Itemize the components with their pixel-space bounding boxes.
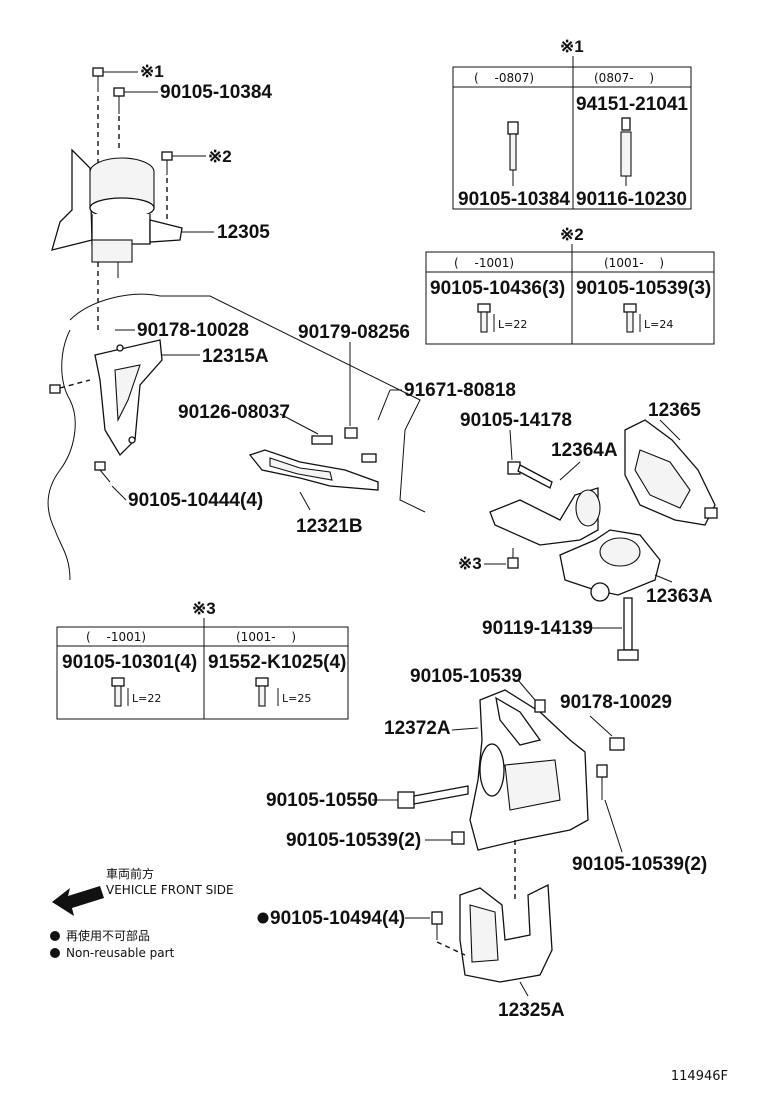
part-label-90105-10539-2-right: 90105-10539(2) [572,854,707,875]
bolt-icon [111,677,125,687]
non-reusable-text-jp: 再使用不可部品 [66,929,151,943]
cover-12365[interactable] [624,419,718,526]
part-label-12305: 12305 [217,222,270,243]
bolt-shank-icon [258,685,266,707]
part-label-90179-08256: 90179-08256 [298,322,410,343]
bracket-12325A[interactable] [405,883,553,997]
table-1-mark: ※1 [560,37,584,56]
vehicle-front-label-jp: 車両前方 [106,867,155,881]
mark-1-label: ※1 [140,62,164,81]
part-label-90105-14178: 90105-14178 [460,410,572,431]
table-3-col2-part: 91552-K1025(4) [208,652,346,673]
table-3-col1-header: ( -1001) [86,630,146,644]
stud-icon [621,117,631,131]
part-label-12325A: 12325A [498,1000,565,1021]
bolt-shank-icon [626,311,634,333]
non-reusable-dot-icon [50,931,60,941]
table-2-col1-length: L=22 [498,318,527,331]
bolt-icon [623,303,637,313]
bolt-icon [255,677,269,687]
engine-mount-12305[interactable] [51,67,214,330]
diagram-code: 114946F [670,1069,728,1084]
part-label-90178-10029: 90178-10029 [560,692,672,713]
part-label-90105-10494: 90105-10494(4) [270,908,405,929]
table-3-col1-part: 90105-10301(4) [62,652,197,673]
vehicle-front-arrow-icon [52,886,104,916]
mount-12364A[interactable] [489,429,601,546]
part-label-12363A: 12363A [646,586,713,607]
part-label-90119-14139: 90119-14139 [482,618,593,639]
table-2-mark: ※2 [560,225,584,244]
part-label-12365: 12365 [648,400,701,421]
non-reusable-legend-en: Non-reusable part [50,946,174,960]
table-2-col2-length: L=24 [644,318,673,331]
plate-12321B[interactable] [248,342,402,511]
part-label-90105-10444: 90105-10444(4) [128,490,263,511]
bolt-head-icon [113,87,125,97]
table-mark-3: ※3 ( -1001) (1001- ) 90105-10301(4) 9155… [56,599,349,720]
table-1-col1-part: 90105-10384 [458,189,570,210]
bracket-12372A[interactable] [372,679,625,900]
part-label-12372A: 12372A [384,718,451,739]
mount-12363A[interactable] [484,529,673,661]
part-label-12364A: 12364A [551,440,618,461]
table-2-col1-header: ( -1001) [454,256,514,270]
table-1-col2-header: (0807- ) [594,71,654,85]
part-label-12315A: 12315A [202,346,269,367]
non-reusable-legend-jp: 再使用不可部品 [50,927,150,944]
bolt-head-icon [161,151,173,161]
part-label-12321B: 12321B [296,516,363,537]
table-2-col2-header: (1001- ) [604,256,664,270]
non-reusable-dot-icon [50,948,60,958]
part-label-90105-10539-2-left: 90105-10539(2) [286,830,421,851]
mark-3-label: ※3 [458,554,482,573]
mark-2-label: ※2 [208,147,232,166]
table-3-col2-header: (1001- ) [236,630,296,644]
table-3-col2-length: L=25 [282,692,311,705]
bolt-icon [477,303,491,313]
part-label-91671-80818: 91671-80818 [404,380,516,401]
table-1-col2-part: 90116-10230 [576,189,687,210]
table-1-col1-header: ( -0807) [474,71,534,85]
part-label-90178-10028: 90178-10028 [137,320,249,341]
table-3-col1-length: L=22 [132,692,161,705]
bolt-icon [507,121,519,135]
bolt-shank-icon [509,133,517,171]
bolt-shank-icon [114,685,122,707]
table-3-mark: ※3 [192,599,216,618]
engine-outline [47,293,426,581]
non-reusable-dot-icon [257,912,269,924]
table-mark-1: ※1 ( -0807) (0807- ) 94151-21041 90105-1… [452,37,692,210]
table-2-col2-part: 90105-10539(3) [576,278,711,299]
part-label-90105-10539-top: 90105-10539 [410,666,522,687]
bolt-shank-icon [480,311,488,333]
table-2-col1-part: 90105-10436(3) [430,278,565,299]
bolt-head-icon [92,67,104,77]
bracket-12315A[interactable] [49,329,200,501]
part-label-90105-10550: 90105-10550 [266,790,378,811]
non-reusable-text-en: Non-reusable part [66,946,175,960]
part-label-90105-10384: 90105-10384 [160,82,272,103]
vehicle-front-label-en: VEHICLE FRONT SIDE [106,883,234,897]
table-1-col2-top-part: 94151-21041 [576,94,688,115]
stud-shank-icon [620,131,632,177]
table-mark-2: ※2 ( -1001) (1001- ) 90105-10436(3) 9010… [425,225,715,345]
part-label-90126-08037: 90126-08037 [178,402,290,423]
